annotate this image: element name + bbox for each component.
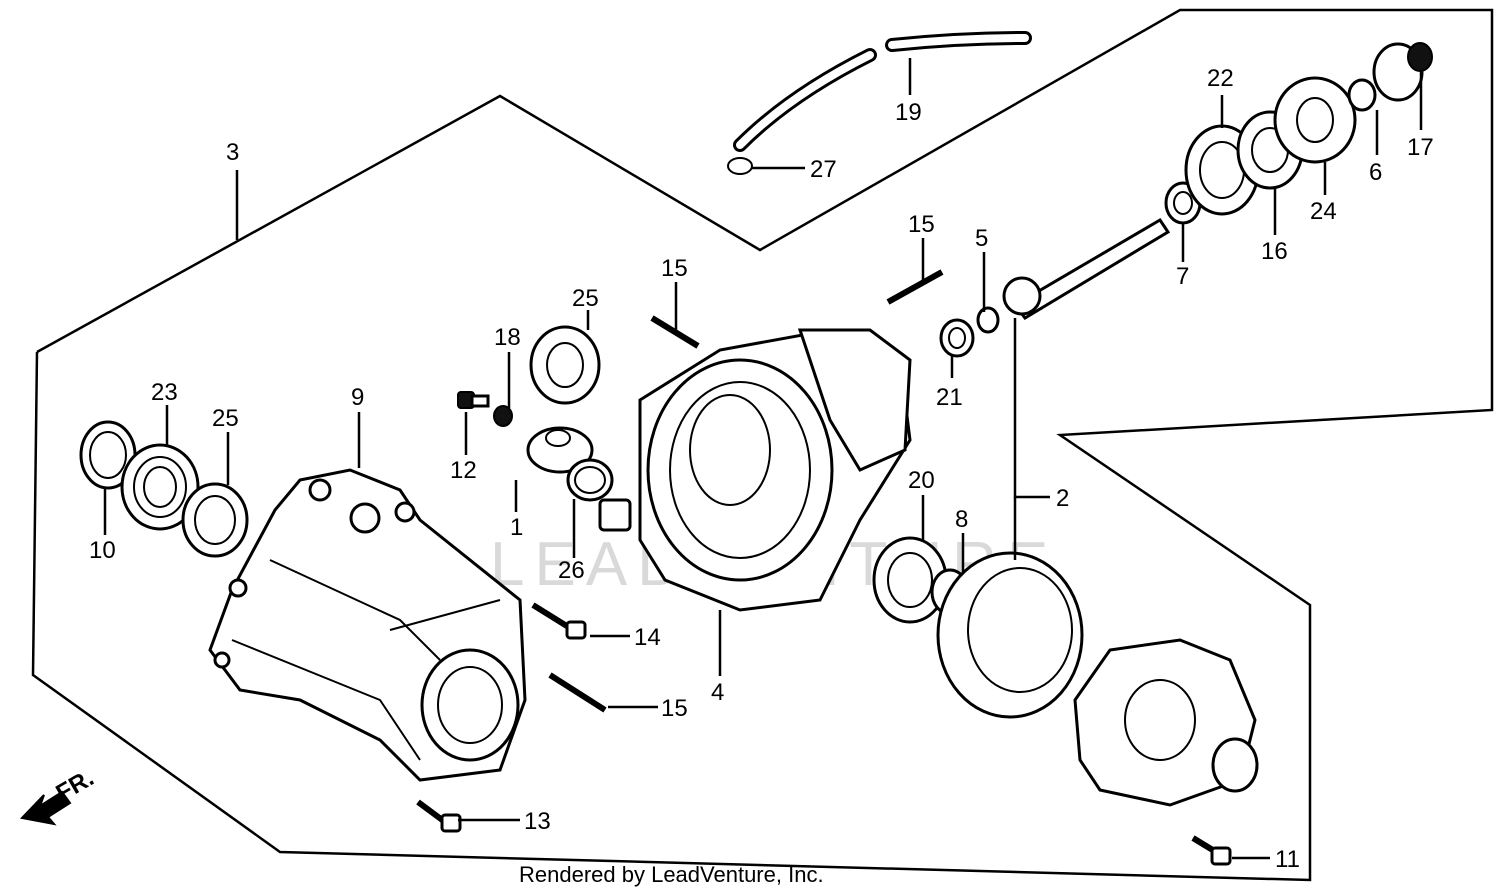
callout-10: 10 [89,537,116,564]
callout-26: 26 [558,557,585,584]
callout-11: 11 [1275,846,1300,873]
footer-credit: Rendered by LeadVenture, Inc. [519,862,824,887]
part-12-bolt[interactable] [457,391,490,409]
callout-labels: 3 9 23 25 10 12 18 1 26 25 15 4 14 15 13… [89,65,1434,873]
callout-25-left: 25 [212,405,239,432]
part-4-gear-case[interactable] [598,328,912,612]
part-24-gear[interactable] [1273,76,1357,164]
callout-20: 20 [908,467,935,494]
part-2-pinion-shaft[interactable] [1002,217,1171,320]
part-25-oil-seal-left[interactable] [181,482,249,558]
callout-27: 27 [810,156,837,183]
differential-case[interactable] [1073,638,1259,807]
callout-16: 16 [1261,238,1288,265]
part-17-flange[interactable] [1372,42,1433,102]
part-11-bolt[interactable] [1191,835,1232,866]
callout-12: 12 [450,457,477,484]
callout-2: 2 [1056,485,1069,512]
callout-17: 17 [1407,134,1434,161]
callout-15-right: 15 [908,211,935,238]
callout-13: 13 [524,808,551,835]
callout-18: 18 [494,324,521,351]
part-15-stud-upper[interactable] [650,315,700,349]
part-21-collar[interactable] [939,318,975,358]
part-1-cap[interactable] [526,426,594,474]
part-9-case[interactable] [208,468,527,782]
callout-8: 8 [955,506,968,533]
callout-7: 7 [1176,263,1189,290]
part-23-bearing[interactable] [120,443,200,531]
part-25-oil-seal-upper[interactable] [529,325,601,405]
callout-3: 3 [226,139,239,166]
callout-9: 9 [351,384,364,411]
callout-15-upper: 15 [661,255,688,282]
callout-21: 21 [936,384,963,411]
direction-arrow-icon: FR. [20,764,98,826]
callout-5: 5 [975,225,988,252]
part-26-o-ring[interactable] [566,458,614,502]
part-10-oil-seal[interactable] [79,420,137,490]
assembly-boundary [31,8,1494,882]
callout-24: 24 [1310,198,1337,225]
callout-14: 14 [634,624,661,651]
callout-19: 19 [895,99,922,126]
callout-15-lower: 15 [661,695,688,722]
leader-lines [103,58,1423,860]
part-14-bolt[interactable] [531,602,587,640]
part-19-breather-tube[interactable] [733,31,1032,152]
callout-1: 1 [510,514,523,541]
callout-25-upper: 25 [572,285,599,312]
part-27-clip[interactable] [727,157,753,175]
part-5-shim[interactable] [976,306,1000,334]
part-15-stud-lower[interactable] [548,672,607,713]
callout-4: 4 [711,679,724,706]
callout-6: 6 [1369,159,1382,186]
part-15-stud-right[interactable] [886,269,944,305]
part-13-bolt[interactable] [416,799,462,833]
part-18-washer[interactable] [493,405,513,427]
ring-gear[interactable] [936,551,1084,719]
callout-23: 23 [151,379,178,406]
part-6-washer[interactable] [1347,78,1377,112]
callout-22: 22 [1207,65,1234,92]
